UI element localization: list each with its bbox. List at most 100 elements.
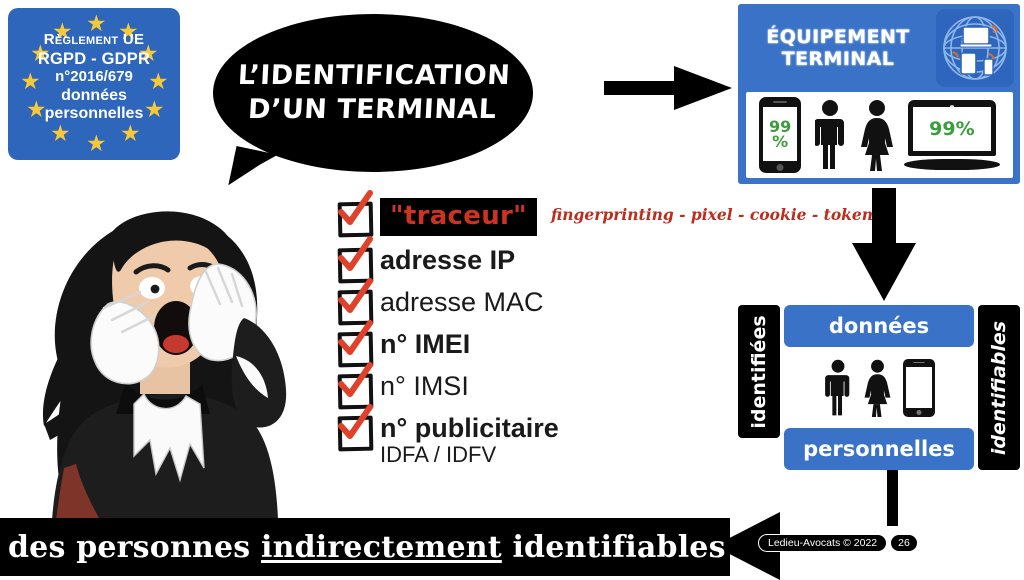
check-mark-icon [338, 362, 373, 397]
eu-star-icon: ★ [86, 130, 107, 156]
data-people-icons [784, 353, 974, 422]
eu-star-icon: ★ [26, 96, 47, 122]
laptop-icon: 99% [903, 98, 1000, 172]
data-label-personnelles-text: personnelles [803, 437, 955, 461]
eu-badge-line-regulation: Règlement UE [43, 31, 145, 48]
eu-gdpr-badge: ★ ★ ★ ★ ★ ★ ★ ★ ★ ★ ★ ★ Règlement UE RGP… [8, 8, 180, 160]
person-male-icon [814, 99, 845, 171]
phone-stat-line1: 99 [768, 116, 792, 136]
eu-star-icon: ★ [148, 68, 169, 94]
checkbox-publicitaire[interactable] [336, 404, 374, 452]
eu-star-icon: ★ [30, 40, 51, 66]
laptop-screen: 99% [912, 107, 991, 151]
traceur-annotation: fingerprinting - pixel - cookie - token [550, 205, 874, 224]
label-identifiables: identifiables [978, 305, 1020, 470]
arrow-right-to-equipment [604, 66, 732, 110]
checklist-item-adresse-mac[interactable]: adresse MAC [336, 278, 856, 326]
eu-star-icon: ★ [144, 96, 165, 122]
eu-star-icon: ★ [138, 40, 159, 66]
data-label-personnelles: personnelles [784, 428, 974, 470]
credit-page-number: 26 [890, 534, 918, 552]
equipment-title-line2: TERMINAL [781, 48, 895, 70]
phone-home-button [916, 409, 921, 415]
bottom-text-underlined: indirectement [261, 529, 502, 565]
arrow-shaft [872, 188, 896, 250]
check-mark-icon [338, 190, 373, 225]
phone-stat-line2: % [772, 132, 789, 151]
data-label-donnees: données [784, 305, 974, 347]
eu-star-icon: ★ [50, 120, 71, 146]
bottom-text-part1: des personnes [8, 529, 262, 565]
identifier-checklist: "traceur" fingerprinting - pixel - cooki… [336, 190, 873, 468]
phone-stat-value: 99 % [768, 116, 792, 151]
eu-star-icon: ★ [52, 18, 73, 44]
data-label-donnees-text: données [828, 314, 930, 338]
check-mark-icon [338, 278, 373, 313]
phone-speaker [773, 101, 788, 103]
person-male-icon [824, 359, 849, 415]
equipment-title-text: ÉQUIPEMENT TERMINAL [766, 26, 910, 71]
check-mark-icon [338, 320, 373, 355]
arrow-head-icon [852, 243, 916, 301]
eu-star-icon: ★ [86, 10, 107, 36]
shocked-lawyer-illustration [42, 211, 287, 520]
eu-badge-line-number: n°2016/679 [55, 68, 133, 86]
person-female-icon [864, 359, 890, 417]
checkbox-imei[interactable] [336, 320, 374, 368]
eu-star-icon: ★ [118, 18, 139, 44]
speech-bubble: L’IDENTIFICATION D’UN TERMINAL [213, 14, 533, 172]
checklist-item-imsi[interactable]: n° IMSI [336, 362, 856, 410]
check-mark-icon [338, 236, 373, 271]
label-identifiees-text: identifiées [748, 314, 770, 429]
checklist-item-adresse-ip[interactable]: adresse IP [336, 236, 856, 284]
laptop-base [903, 159, 1000, 170]
checkbox-adresse-mac[interactable] [336, 278, 374, 326]
credit-footer: Ledieu-Avocats © 2022 26 [758, 533, 918, 553]
speech-bubble-text: L’IDENTIFICATION D’UN TERMINAL [235, 59, 511, 127]
checklist-item-traceur[interactable]: "traceur" fingerprinting - pixel - cooki… [336, 190, 873, 238]
arrow-shaft [604, 81, 682, 95]
checklist-label-adresse-ip: adresse IP [380, 245, 516, 275]
bottom-conclusion-bar: des personnes indirectement identifiable… [0, 518, 730, 576]
eu-star-icon: ★ [120, 120, 141, 146]
phone-icon: 99 % [759, 97, 802, 173]
equipment-title-line1: ÉQUIPEMENT [766, 26, 910, 49]
checkbox-imsi[interactable] [336, 362, 374, 410]
checklist-label-traceur: "traceur" [390, 201, 527, 231]
phone-home-button [776, 163, 784, 171]
phone-screen: 99 % [763, 107, 798, 161]
checklist-label-imsi: n° IMSI [380, 371, 469, 401]
person-female-icon [860, 99, 893, 171]
checklist-item-imei[interactable]: n° IMEI [336, 320, 856, 368]
traceur-highlight: "traceur" [380, 198, 537, 236]
equipment-terminal-title: ÉQUIPEMENT TERMINAL [746, 10, 930, 88]
label-identifiees: identifiées [738, 305, 780, 438]
globe-devices-icon [936, 9, 1014, 87]
eu-badge-line-donnees: données [61, 87, 127, 105]
equipment-devices-row: 99 % [746, 92, 1013, 178]
checkbox-adresse-ip[interactable] [336, 236, 374, 284]
eu-badge-text: Règlement UE RGPD - GDPR n°2016/679 donn… [8, 31, 180, 123]
eu-badge-line-rgpd: RGPD - GDPR [37, 49, 151, 68]
personal-data-diagram: identifiées identifiables données [738, 305, 1020, 470]
personal-data-center: données personnelles [784, 305, 974, 470]
label-identifiables-text: identifiables [988, 320, 1010, 455]
speech-bubble-line1: L’IDENTIFICATION [236, 60, 511, 92]
eu-badge-line-personnelles: personnelles [44, 104, 144, 122]
checklist-label-adresse-mac: adresse MAC [380, 287, 544, 317]
eu-stars-ring: ★ ★ ★ ★ ★ ★ ★ ★ ★ ★ ★ ★ [8, 8, 180, 160]
arrow-head-icon [674, 66, 732, 110]
phone-screen [905, 366, 932, 408]
check-mark-icon [338, 404, 373, 439]
checkbox-traceur[interactable] [336, 190, 374, 238]
eu-star-icon: ★ [20, 68, 41, 94]
laptop-stat-value: 99% [929, 118, 975, 140]
checklist-item-publicitaire[interactable]: n° publicitaire [336, 404, 856, 452]
laptop-lid: 99% [907, 100, 996, 156]
laptop-camera [949, 104, 954, 109]
checklist-label-imei: n° IMEI [380, 329, 471, 359]
credit-author: Ledieu-Avocats © 2022 [758, 534, 888, 552]
equipment-terminal-panel: ÉQUIPEMENT TERMINAL [738, 4, 1020, 184]
data-diagram-stem [887, 466, 898, 526]
